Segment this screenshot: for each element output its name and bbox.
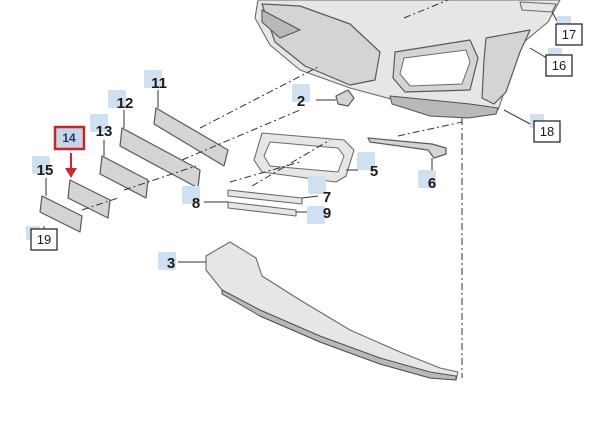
- callout-11: 11: [144, 70, 167, 92]
- grille-strips: [227, 189, 303, 217]
- plate-11: [153, 107, 229, 167]
- svg-text:18: 18: [540, 124, 554, 139]
- ref-box-16: 16: [545, 48, 573, 77]
- highlighted-callout-14[interactable]: 14: [53, 125, 86, 151]
- callout-13: 13: [90, 114, 112, 140]
- svg-text:5: 5: [370, 163, 378, 180]
- bumper-cover: [254, 0, 561, 119]
- callout-9: 9: [307, 205, 331, 224]
- callout-8: 8: [182, 186, 200, 212]
- svg-text:8: 8: [192, 195, 200, 212]
- callout-3: 3: [158, 252, 176, 272]
- ref-box-17: 17: [555, 16, 583, 46]
- callout-15: 15: [32, 156, 53, 179]
- plate-13: [99, 155, 149, 199]
- svg-text:3: 3: [167, 255, 175, 272]
- callout-5: 5: [357, 152, 378, 180]
- svg-text:12: 12: [117, 95, 134, 112]
- svg-text:19: 19: [37, 232, 51, 247]
- svg-text:9: 9: [323, 205, 331, 222]
- svg-text:6: 6: [428, 175, 436, 192]
- callout-7: 7: [308, 176, 331, 206]
- svg-text:17: 17: [562, 27, 576, 42]
- assembly-lines: [81, 0, 463, 378]
- lower-spoiler: [205, 241, 459, 381]
- trim-strip: [367, 137, 447, 159]
- svg-text:16: 16: [552, 58, 566, 73]
- clip-part: [335, 89, 355, 107]
- ref-box-18: 18: [530, 114, 561, 143]
- fog-lamp-frame: [253, 132, 355, 183]
- callout-12: 12: [108, 90, 133, 112]
- red-arrow-icon: [65, 153, 77, 178]
- plate-15: [39, 195, 83, 233]
- svg-text:13: 13: [96, 123, 113, 140]
- svg-text:7: 7: [323, 189, 331, 206]
- callout-6: 6: [418, 170, 436, 192]
- plate-14: [67, 179, 111, 219]
- svg-text:2: 2: [297, 93, 305, 110]
- callout-2: 2: [292, 84, 310, 110]
- ref-box-19: 19: [26, 226, 58, 251]
- svg-text:15: 15: [37, 162, 54, 179]
- svg-text:14: 14: [62, 131, 76, 145]
- svg-text:11: 11: [151, 75, 167, 92]
